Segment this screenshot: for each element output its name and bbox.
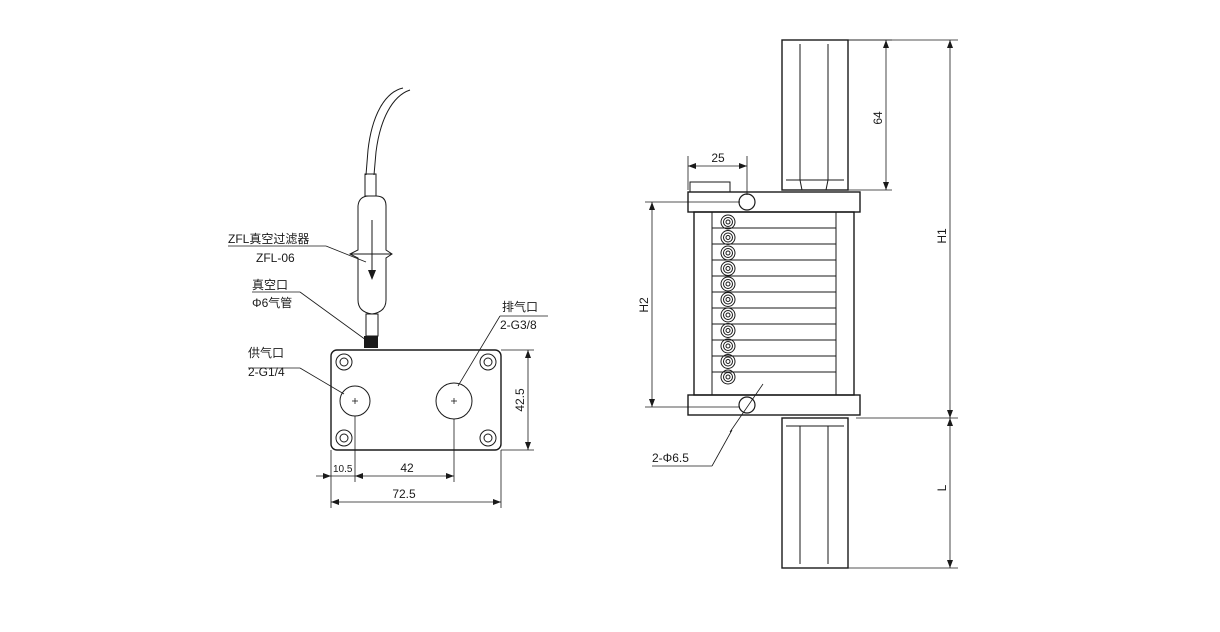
vacuum-filter-body	[348, 195, 393, 315]
filter-connector	[365, 313, 379, 337]
nozzle	[720, 292, 736, 307]
nozzle	[720, 214, 736, 230]
dim-offset: 10.5	[333, 464, 353, 475]
nozzle	[720, 323, 736, 338]
dim-height: 42.5	[513, 388, 527, 412]
vacuum-port-spec: Φ6气管	[252, 295, 292, 310]
dim-h2: H2	[637, 297, 651, 313]
vacuum-tube	[365, 87, 411, 176]
nozzle-column	[720, 214, 736, 385]
dim-mount-holes: 2-Φ6.5	[652, 451, 689, 465]
top-tab	[689, 181, 731, 193]
dim-top-length: 64	[871, 111, 885, 125]
nozzle	[720, 369, 736, 385]
pump-block	[330, 349, 502, 451]
dim-l: L	[935, 484, 949, 491]
nozzle	[720, 230, 736, 245]
nozzle	[720, 307, 736, 323]
vacuum-port-leader	[299, 291, 367, 341]
nozzle	[720, 245, 736, 261]
supply-port-label: 供气口	[248, 345, 284, 360]
nozzle	[720, 354, 736, 369]
corner-hole	[479, 353, 497, 371]
nozzle	[720, 261, 736, 276]
dim-pitch: 42	[400, 461, 414, 475]
filter-leader	[325, 245, 367, 263]
mount-hole-leader	[729, 383, 764, 433]
vacuum-port-fitting	[364, 336, 378, 348]
filter-flow-arrow	[368, 270, 376, 280]
exhaust-port-spec: 2-G3/8	[500, 318, 537, 332]
supply-port-leader	[299, 367, 345, 395]
corner-hole	[335, 353, 353, 371]
left-view: ZFL真空过滤器 ZFL-06 真空口 Φ6气管 供气口 2-G1/4 排气口 …	[228, 87, 548, 508]
mount-hole-top	[738, 193, 756, 211]
vacuum-port-label: 真空口	[252, 278, 288, 292]
filter-model: ZFL-06	[256, 251, 295, 265]
dim-top-width: 25	[711, 151, 725, 165]
dim-width: 72.5	[392, 487, 416, 501]
corner-hole	[479, 429, 497, 447]
bottom-cylinder	[781, 417, 849, 569]
nozzle	[720, 338, 736, 354]
exhaust-port-leader	[457, 315, 501, 387]
corner-hole	[335, 429, 353, 447]
nozzle	[720, 276, 736, 292]
filter-label: ZFL真空过滤器	[228, 232, 309, 246]
supply-port-spec: 2-G1/4	[248, 365, 285, 379]
right-view: 2-Φ6.5 25 H2 64 H1 L	[637, 39, 958, 569]
tube-fitting	[364, 173, 377, 197]
dim-h1: H1	[935, 228, 949, 244]
top-cylinder	[781, 39, 849, 191]
exhaust-port-label: 排气口	[502, 299, 538, 314]
body-frame	[693, 211, 855, 396]
bottom-plate	[687, 394, 861, 416]
